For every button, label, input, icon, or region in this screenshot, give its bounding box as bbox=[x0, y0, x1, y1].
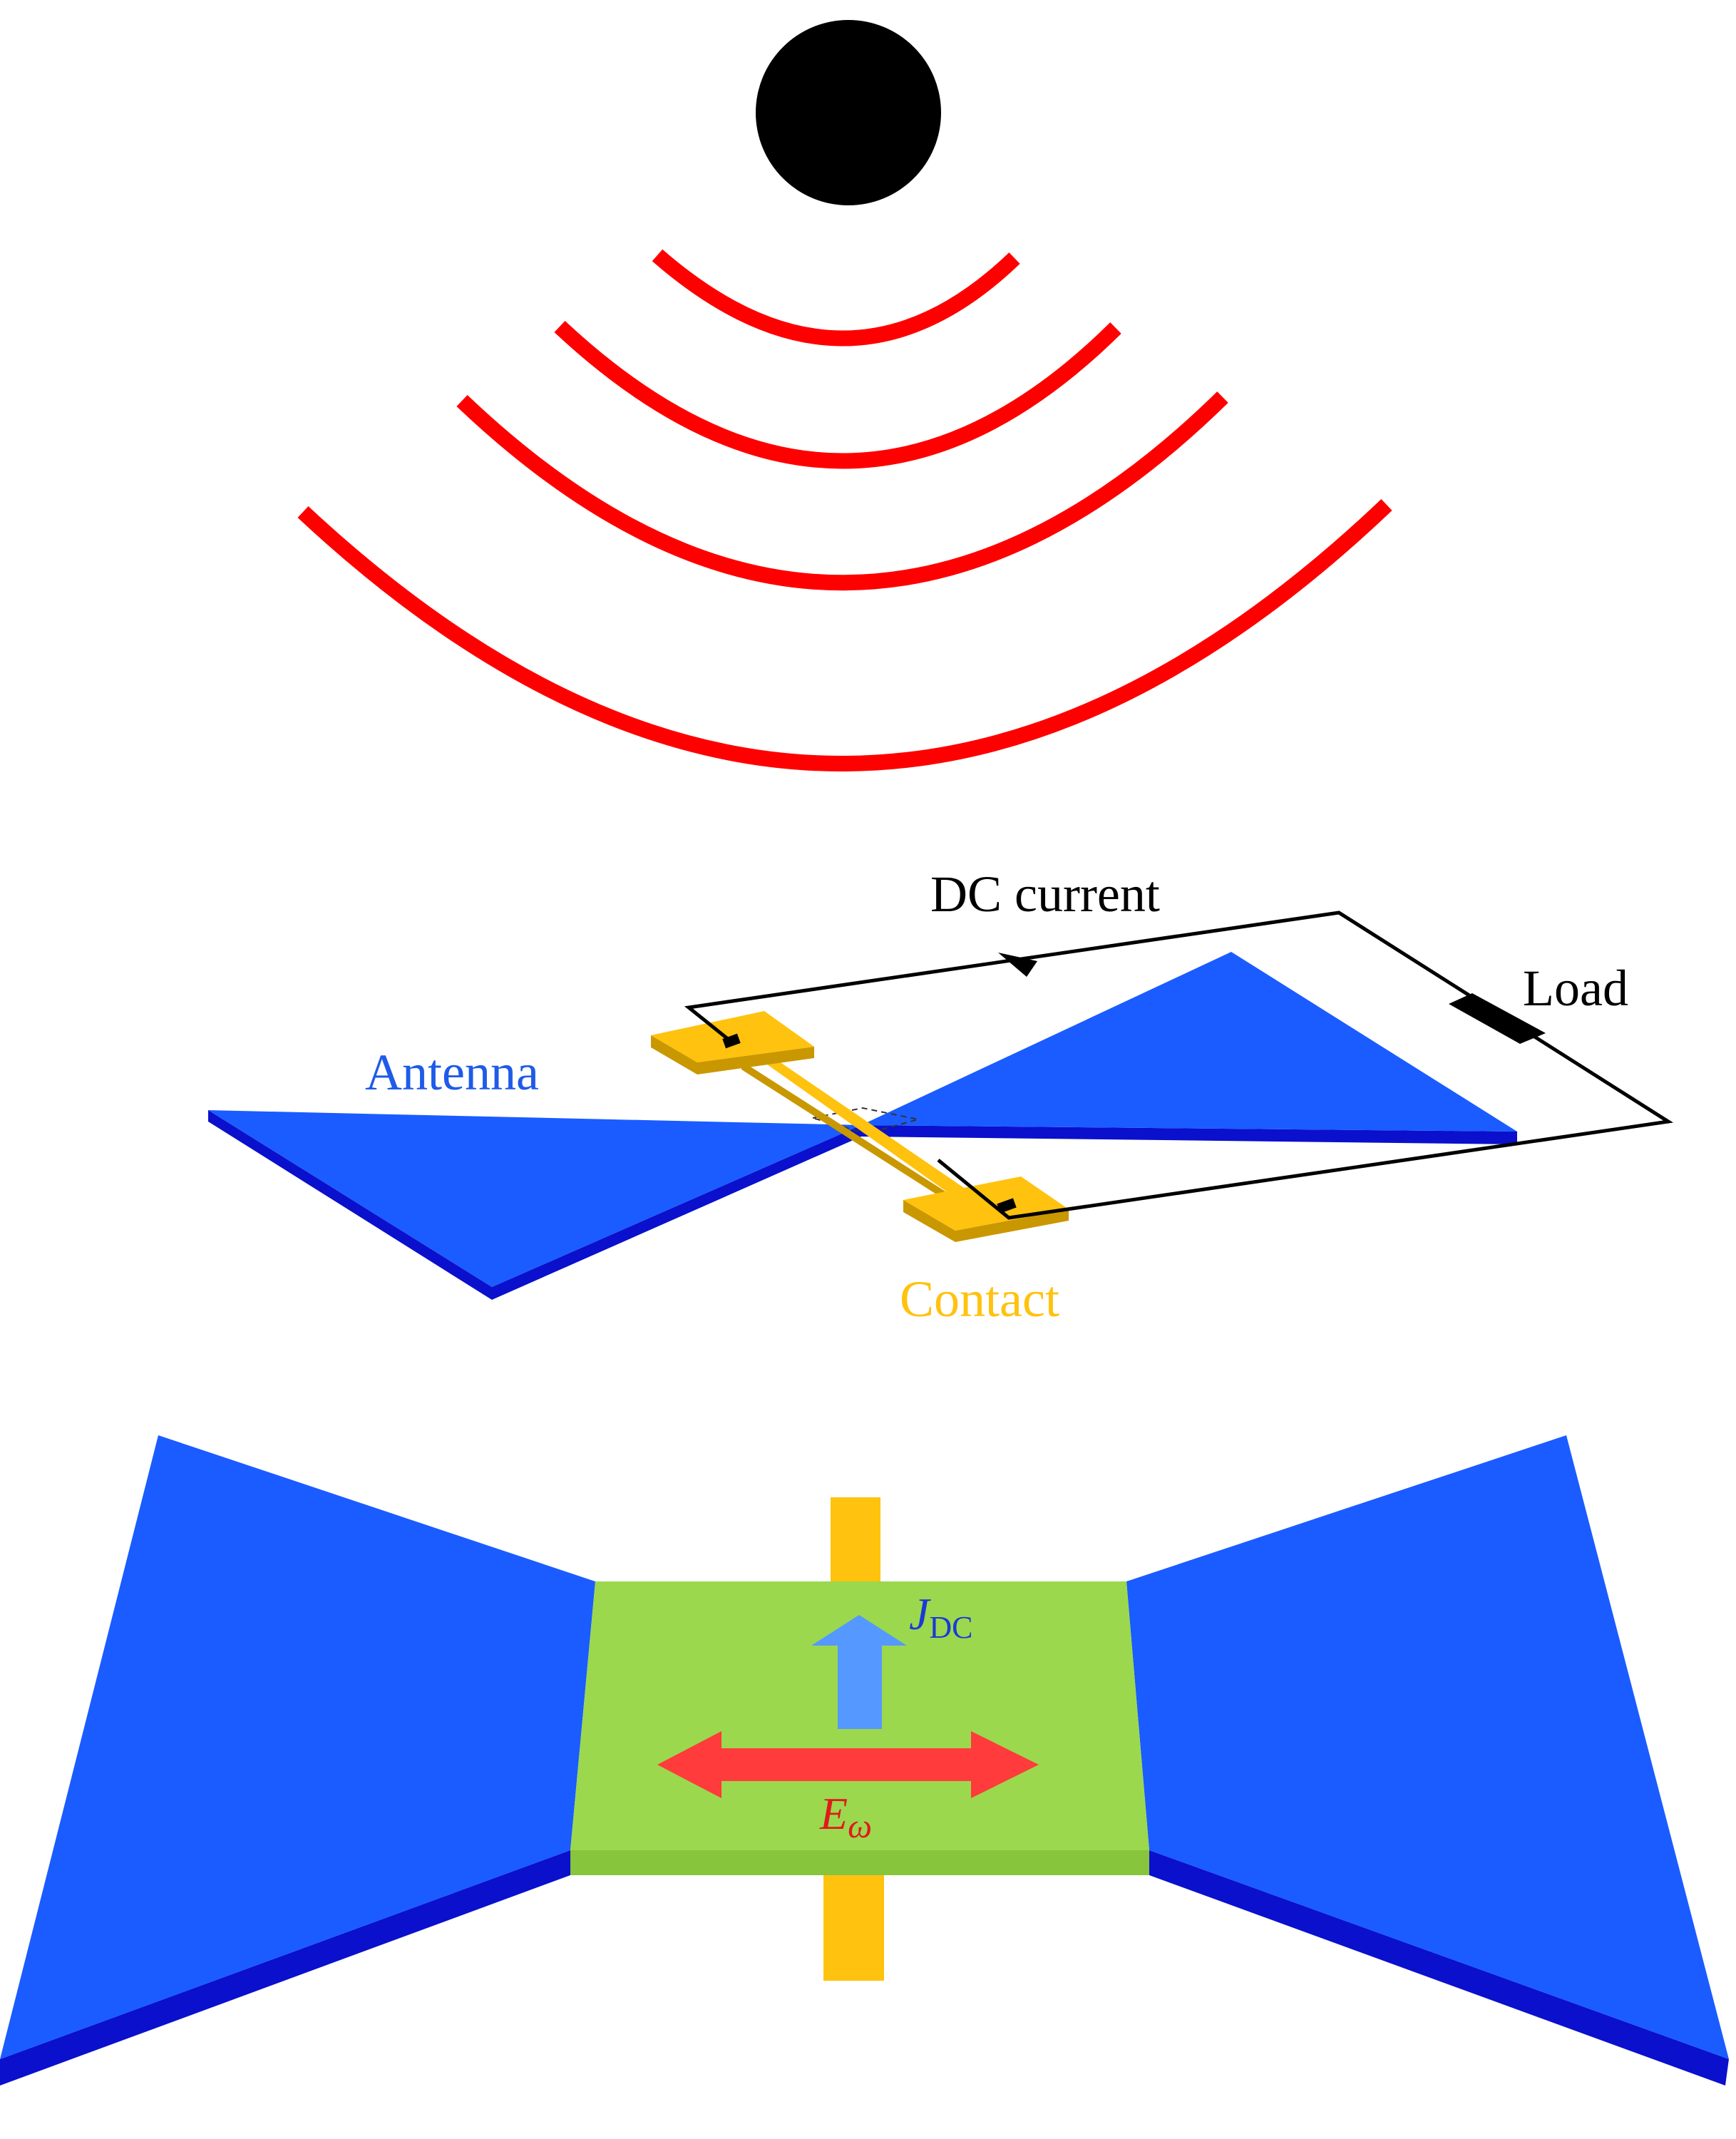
closeup-antenna-right-edge bbox=[1149, 1850, 1729, 2086]
current-density-arrow-icon bbox=[811, 1615, 907, 1729]
wave-arc-4 bbox=[297, 499, 1392, 771]
current-density-label: JDC bbox=[909, 1589, 973, 1645]
contact-strip bbox=[757, 1055, 968, 1198]
channel-closeup-group bbox=[0, 1435, 1729, 2086]
contact-label: Contact bbox=[900, 1271, 1059, 1328]
antenna-left-wing bbox=[208, 1110, 861, 1287]
closeup-contact-top bbox=[831, 1497, 880, 1586]
field-subscript: ω bbox=[848, 1807, 872, 1845]
closeup-antenna-right bbox=[1126, 1435, 1729, 2059]
radiation-source-group bbox=[297, 20, 1392, 771]
wave-arcs-icon bbox=[297, 249, 1392, 771]
antenna-perspective-group bbox=[208, 911, 1674, 1300]
wave-arc-3 bbox=[456, 391, 1228, 591]
wave-arc-1 bbox=[652, 249, 1020, 347]
contact-pad-top-edge bbox=[651, 1035, 814, 1074]
source-dot-icon bbox=[756, 20, 941, 205]
contact-pad-bottom-edge bbox=[903, 1200, 1069, 1242]
closeup-antenna-left-edge bbox=[0, 1850, 570, 2086]
antenna-label: Antenna bbox=[365, 1044, 539, 1101]
closeup-antenna-left bbox=[0, 1435, 595, 2059]
wire-terminal-bottom bbox=[997, 1198, 1017, 1214]
dc-current-label: DC current bbox=[930, 866, 1160, 923]
antenna-right-wing bbox=[861, 952, 1517, 1132]
contact-pad-bottom bbox=[903, 1176, 1069, 1231]
closeup-channel-edge bbox=[570, 1847, 1149, 1875]
load-resistor-icon bbox=[1449, 993, 1546, 1044]
wave-arc-2 bbox=[554, 320, 1121, 469]
field-symbol: E bbox=[819, 1788, 848, 1839]
current-density-symbol: J bbox=[909, 1589, 931, 1639]
contact-strip-edge bbox=[741, 1061, 955, 1206]
current-direction-arrow-icon bbox=[998, 953, 1037, 977]
wire-terminal-top bbox=[722, 1033, 741, 1049]
field-double-arrow-icon bbox=[657, 1731, 1039, 1798]
load-label: Load bbox=[1523, 960, 1628, 1017]
current-density-subscript: DC bbox=[929, 1610, 972, 1645]
field-label: Eω bbox=[819, 1788, 872, 1845]
